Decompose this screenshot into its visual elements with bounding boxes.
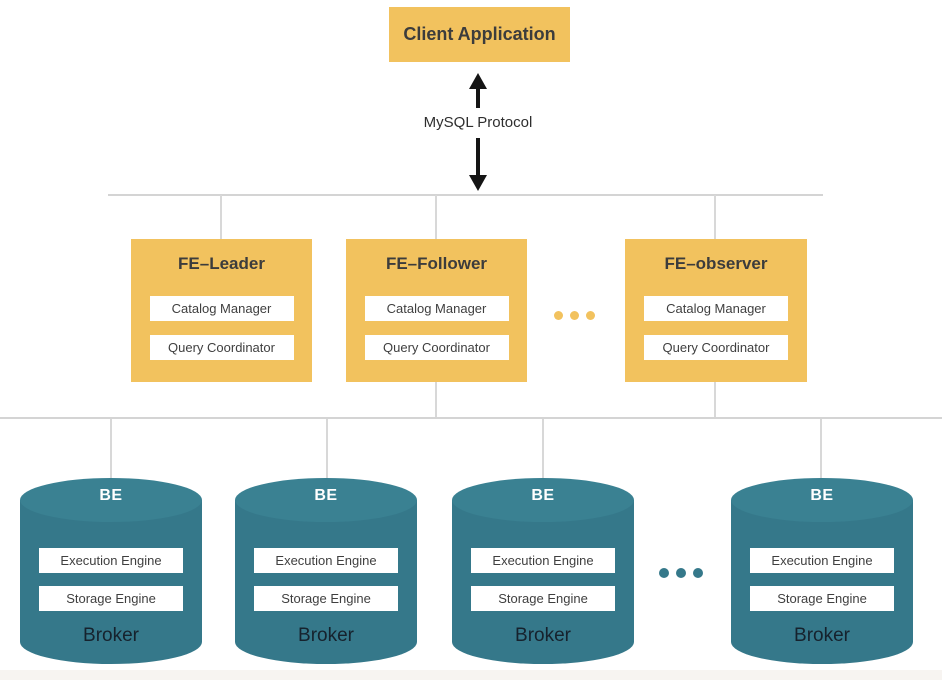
broker-label: Broker xyxy=(298,625,354,646)
execution-engine-module: Execution Engine xyxy=(750,548,894,573)
fe-leader-title: FE–Leader xyxy=(178,254,265,273)
fe-leader-node: FE–Leader Catalog Manager Query Coordina… xyxy=(131,239,312,382)
cylinder-top xyxy=(452,478,634,522)
mysql-protocol-label: MySQL Protocol xyxy=(423,114,533,131)
execution-engine-module: Execution Engine xyxy=(254,548,398,573)
ellipsis-dot xyxy=(586,311,595,320)
connector-be-4 xyxy=(820,419,822,479)
broker-label: Broker xyxy=(515,625,571,646)
storage-engine-module: Storage Engine xyxy=(471,586,615,611)
arrow-shaft-top xyxy=(476,86,480,108)
fe-observer-title: FE–observer xyxy=(664,254,768,273)
ellipsis-dot xyxy=(570,311,579,320)
execution-engine-module: Execution Engine xyxy=(471,548,615,573)
be-node: BE Execution Engine Storage Engine Broke… xyxy=(452,478,634,664)
broker-label: Broker xyxy=(794,625,850,646)
be-label: BE xyxy=(810,487,834,504)
arrow-shaft-bottom xyxy=(476,138,480,178)
query-coordinator-module: Query Coordinator xyxy=(644,335,788,360)
arrow-up-icon xyxy=(469,73,487,89)
be-ellipsis xyxy=(659,568,703,578)
be-node: BE Execution Engine Storage Engine Broke… xyxy=(235,478,417,664)
connector-fe-leader-top xyxy=(220,195,222,239)
storage-engine-module: Storage Engine xyxy=(750,586,894,611)
be-label: BE xyxy=(531,487,555,504)
fe-observer-node: FE–observer Catalog Manager Query Coordi… xyxy=(625,239,807,382)
execution-engine-module: Execution Engine xyxy=(39,548,183,573)
connector-fe-observer-top xyxy=(714,195,716,239)
be-bus-line xyxy=(0,417,942,419)
client-application-label: Client Application xyxy=(403,24,556,44)
fe-ellipsis xyxy=(554,311,595,320)
query-coordinator-module: Query Coordinator xyxy=(364,335,509,360)
connector-be-2 xyxy=(326,419,328,479)
catalog-manager-module: Catalog Manager xyxy=(149,296,294,321)
cylinder-top xyxy=(235,478,417,522)
ellipsis-dot xyxy=(693,568,703,578)
broker-label: Broker xyxy=(83,625,139,646)
cylinder-top xyxy=(731,478,913,522)
be-label: BE xyxy=(99,487,123,504)
arrow-down-icon xyxy=(469,175,487,191)
connector-be-1 xyxy=(110,419,112,479)
fe-follower-node: FE–Follower Catalog Manager Query Coordi… xyxy=(346,239,527,382)
cylinder-top xyxy=(20,478,202,522)
be-node: BE Execution Engine Storage Engine Broke… xyxy=(731,478,913,664)
be-label: BE xyxy=(314,487,338,504)
ellipsis-dot xyxy=(676,568,686,578)
ellipsis-dot xyxy=(659,568,669,578)
query-coordinator-module: Query Coordinator xyxy=(149,335,294,360)
connector-fe-follower-top xyxy=(435,195,437,239)
connector-be-3 xyxy=(542,419,544,479)
fe-bus-line xyxy=(108,194,823,196)
storage-engine-module: Storage Engine xyxy=(39,586,183,611)
ellipsis-dot xyxy=(554,311,563,320)
catalog-manager-module: Catalog Manager xyxy=(364,296,509,321)
fe-follower-title: FE–Follower xyxy=(385,254,488,273)
client-application-node: Client Application xyxy=(389,7,570,62)
connector-fe-observer-bottom xyxy=(714,382,716,418)
storage-engine-module: Storage Engine xyxy=(254,586,398,611)
be-node: BE Execution Engine Storage Engine Broke… xyxy=(20,478,202,664)
connector-fe-follower-bottom xyxy=(435,382,437,418)
bottom-strip xyxy=(0,670,942,680)
catalog-manager-module: Catalog Manager xyxy=(644,296,788,321)
